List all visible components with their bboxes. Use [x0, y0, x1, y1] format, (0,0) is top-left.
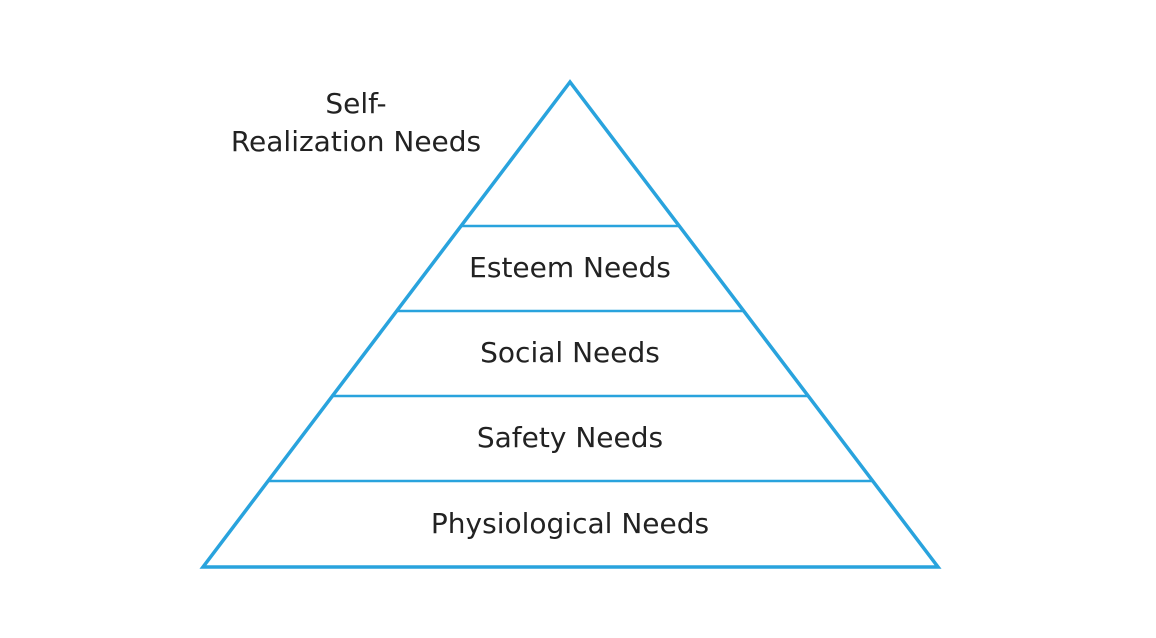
apex-label-line2: Realization Needs [231, 125, 481, 158]
level-label-physiological: Physiological Needs [431, 507, 709, 540]
level-label-esteem: Esteem Needs [469, 251, 671, 284]
pyramid-outline [199, 79, 942, 569]
apex-label-line1: Self- [325, 87, 386, 120]
level-label-safety: Safety Needs [477, 421, 663, 454]
level-label-social: Social Needs [480, 336, 660, 369]
